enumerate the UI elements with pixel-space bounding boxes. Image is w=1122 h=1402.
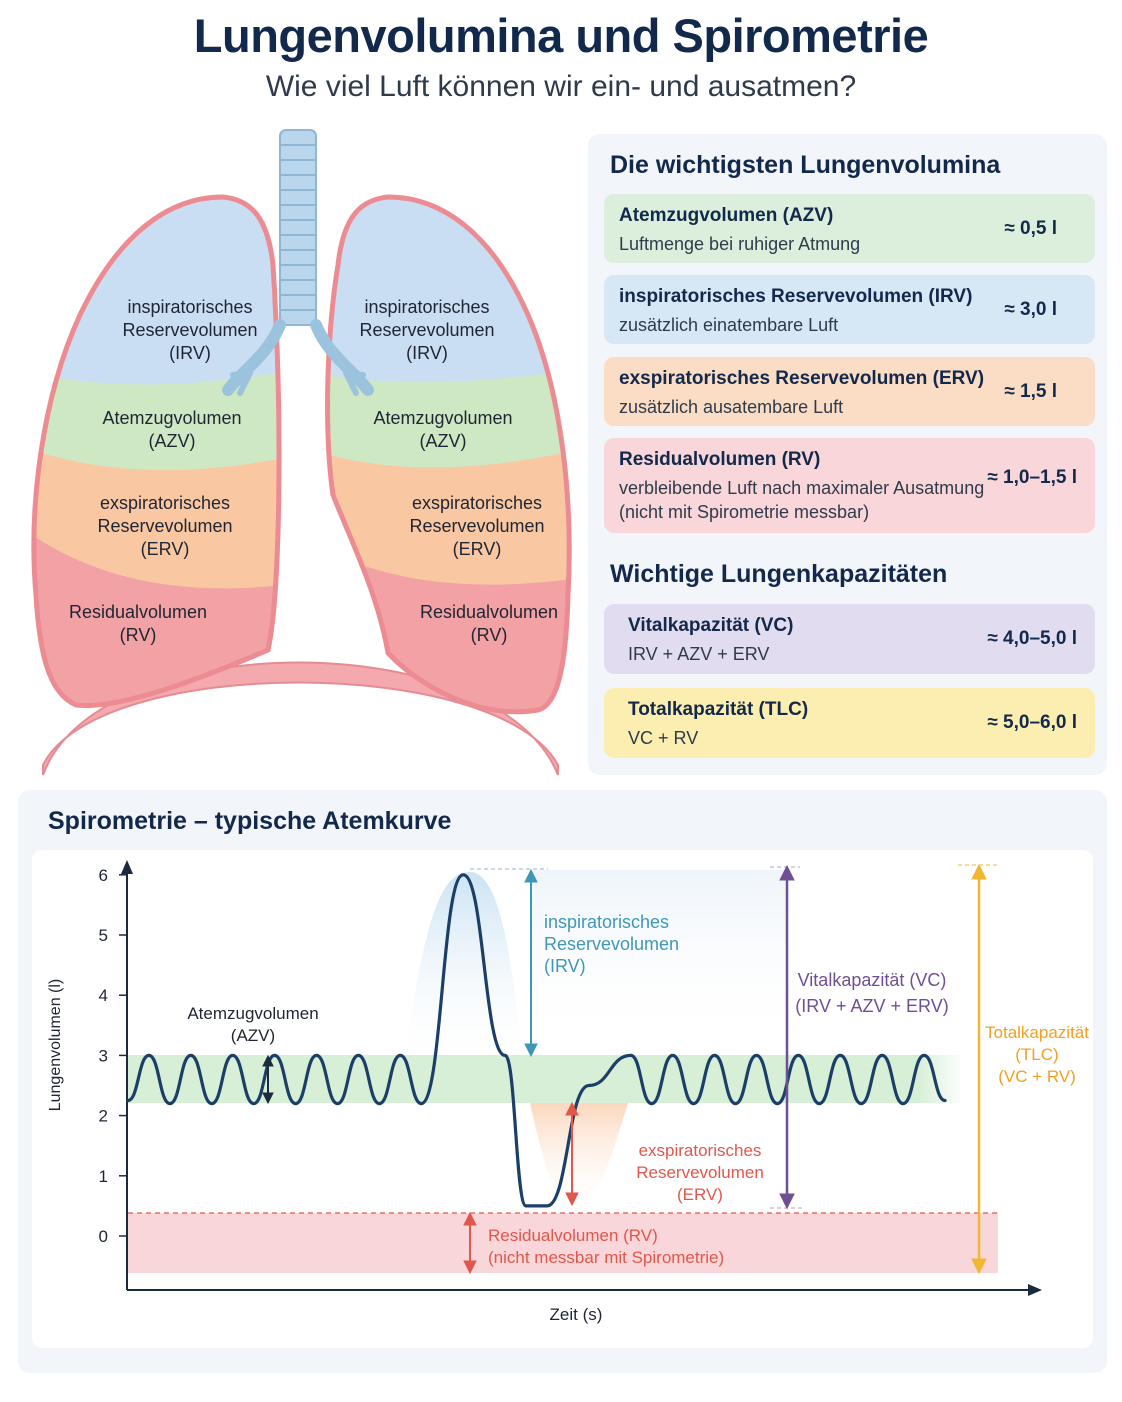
y-axis-arrow	[121, 860, 133, 874]
y-axis-label: Lungenvolumen (l)	[47, 979, 64, 1112]
irv-region-shade	[530, 870, 788, 1055]
erv-trough-shade	[530, 1103, 628, 1206]
left-lung-irv-label: inspiratorisches Reservevolumen (IRV)	[122, 297, 258, 363]
volumes-heading: Die wichtigsten Lungenvolumina	[610, 151, 1001, 179]
card-desc: zusätzlich einatembare Luft	[619, 315, 839, 335]
vc-arrow	[779, 864, 795, 1210]
card-tlc: Totalkapazität (TLC) VC + RV ≈ 5,0–6,0 l	[604, 688, 1095, 758]
page-title: Lungenvolumina und Spirometrie	[193, 9, 929, 62]
erv-arrow	[565, 1101, 579, 1207]
rv-annotation: Residualvolumen (RV)(nicht messbar mit S…	[488, 1226, 724, 1267]
card-vc: Vitalkapazität (VC) IRV + AZV + ERV ≈ 4,…	[604, 604, 1095, 674]
card-value: ≈ 1,5 l	[1004, 381, 1057, 402]
card-value: ≈ 4,0–5,0 l	[987, 628, 1077, 649]
y-tick-label: 6	[99, 866, 108, 885]
tlc-arrow	[971, 863, 987, 1275]
left-lung-rv-label: Residualvolumen (RV)	[68, 602, 208, 645]
y-tick-label: 5	[99, 926, 108, 945]
card-value: ≈ 1,0–1,5 l	[987, 467, 1077, 488]
card-name: exspiratorisches Reservevolumen (ERV)	[619, 368, 985, 389]
card-value: ≈ 3,0 l	[1004, 299, 1057, 320]
card-rv: Residualvolumen (RV) verbleibende Luft n…	[604, 438, 1095, 533]
capacities-heading: Wichtige Lungenkapazitäten	[610, 560, 948, 588]
y-tick-label: 3	[99, 1046, 108, 1065]
azv-annotation: Atemzugvolumen(AZV)	[187, 1004, 318, 1045]
card-desc: verbleibende Luft nach maximaler Ausatmu…	[619, 478, 985, 522]
rv-arrow	[463, 1211, 477, 1275]
azv-arrow	[262, 1054, 274, 1105]
card-erv: exspiratorisches Reservevolumen (ERV) zu…	[604, 357, 1095, 426]
card-desc: zusätzlich ausatembare Luft	[619, 397, 844, 417]
card-value: ≈ 0,5 l	[1004, 218, 1057, 239]
card-desc: Luftmenge bei ruhiger Atmung	[619, 234, 861, 254]
left-lung-azv-label: Atemzugvolumen (AZV)	[102, 408, 242, 451]
card-name: Totalkapazität (TLC)	[628, 699, 809, 720]
card-name: Vitalkapazität (VC)	[628, 615, 794, 636]
y-tick-label: 0	[99, 1227, 108, 1246]
trachea	[222, 129, 374, 396]
left-lung-erv-label: exspiratorisches Reservevolumen (ERV)	[97, 493, 233, 559]
irv-peak-shade	[405, 872, 522, 1055]
spirometry-title: Spirometrie – typische Atemkurve	[48, 807, 452, 835]
right-lung-azv-label: Atemzugvolumen (AZV)	[373, 408, 513, 451]
y-ticks: 0 1 2 3 4 5 6	[99, 866, 127, 1246]
y-tick-label: 1	[99, 1167, 108, 1186]
rv-band	[128, 1213, 998, 1273]
right-lung-erv-label: exspiratorisches Reservevolumen (ERV)	[409, 493, 545, 559]
tlc-annotation: Totalkapazität(TLC)(VC + RV)	[985, 1023, 1089, 1086]
x-axis-label: Zeit (s)	[550, 1305, 603, 1324]
right-lung-rv-label: Residualvolumen (RV)	[419, 602, 559, 645]
y-tick-label: 4	[99, 986, 108, 1005]
card-value: ≈ 5,0–6,0 l	[987, 712, 1077, 733]
card-irv: inspiratorisches Reservevolumen (IRV) zu…	[604, 275, 1095, 344]
irv-arrow	[524, 868, 538, 1058]
vc-annotation: Vitalkapazität (VC)(IRV + AZV + ERV)	[795, 970, 948, 1016]
card-desc: VC + RV	[628, 728, 699, 748]
card-azv: Atemzugvolumen (AZV) Luftmenge bei ruhig…	[604, 194, 1095, 263]
left-lung-bands	[33, 197, 280, 706]
lung-illustration	[31, 129, 572, 776]
right-lung-irv-label: inspiratorisches Reservevolumen (IRV)	[359, 297, 495, 363]
y-tick-label: 2	[99, 1107, 108, 1126]
card-name: Atemzugvolumen (AZV)	[619, 205, 834, 226]
page-subtitle: Wie viel Luft können wir ein- und ausatm…	[265, 70, 857, 103]
card-name: Residualvolumen (RV)	[619, 449, 821, 470]
card-desc: IRV + AZV + ERV	[628, 644, 770, 664]
card-name: inspiratorisches Reservevolumen (IRV)	[619, 286, 973, 307]
x-axis-arrow	[1028, 1284, 1042, 1296]
breathing-curve	[126, 873, 947, 1208]
